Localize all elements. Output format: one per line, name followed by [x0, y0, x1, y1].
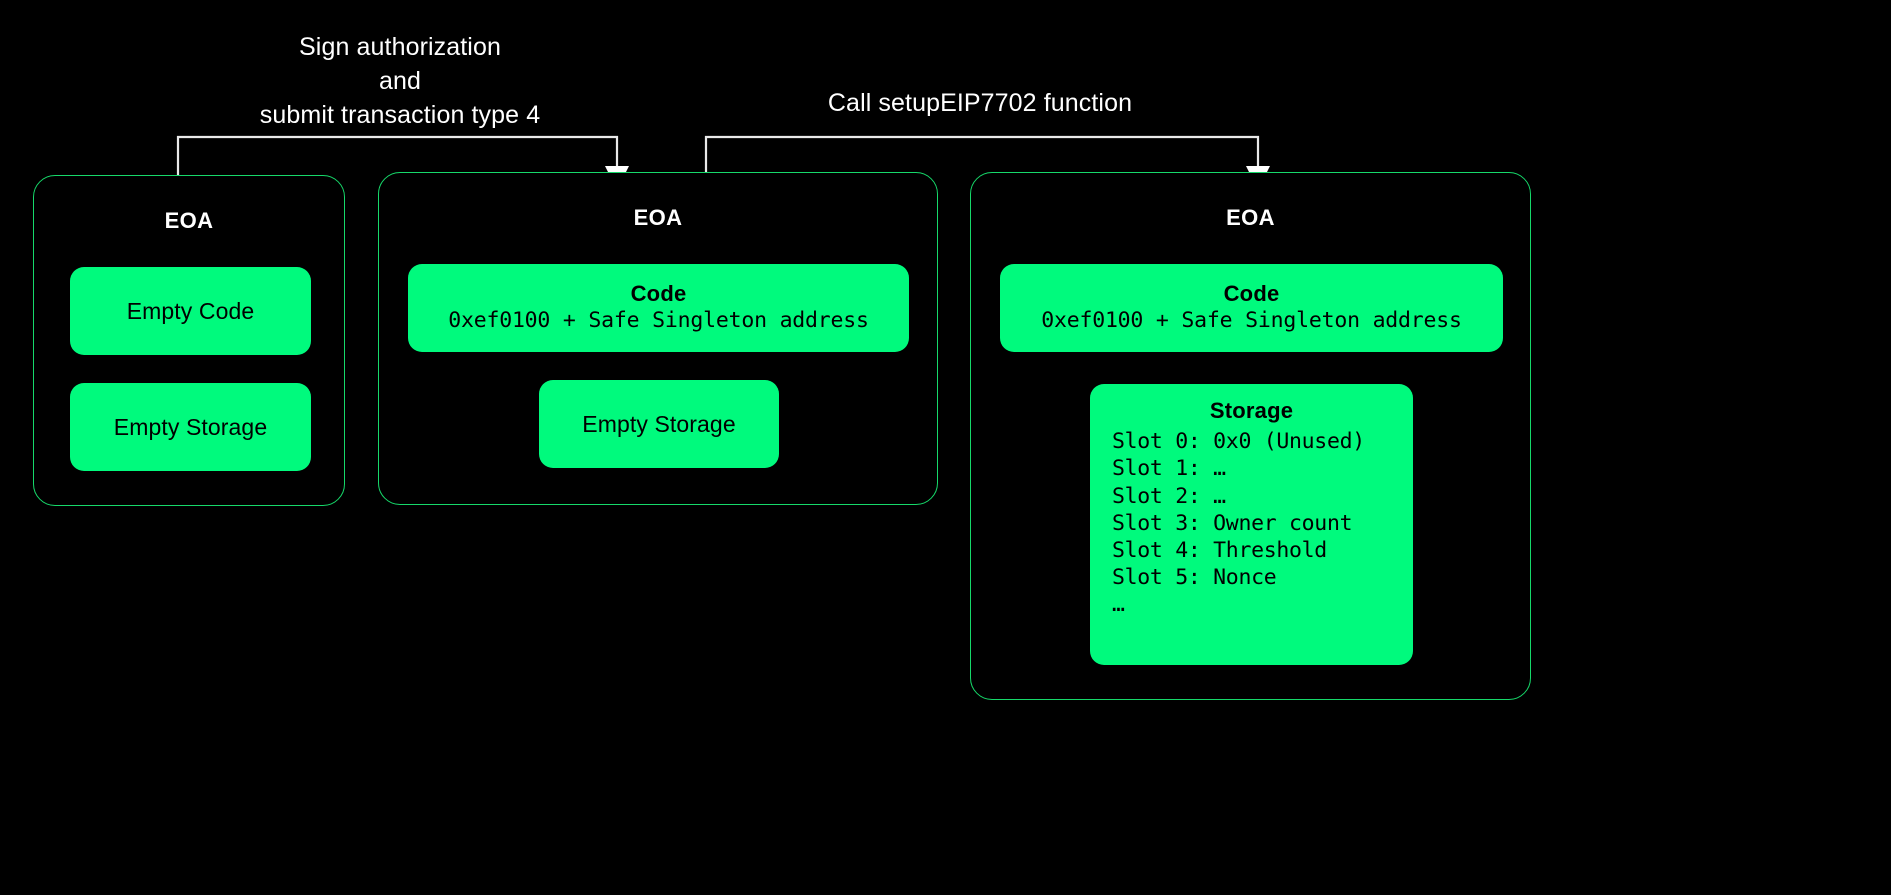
- eoa-card-title: EOA: [633, 205, 683, 230]
- block-empty-storage-label: Empty Storage: [113, 413, 268, 440]
- storage-slot-row: Slot 3: Owner count: [1112, 510, 1353, 536]
- eoa-card-title: EOA: [1226, 205, 1275, 230]
- block-empty-code[interactable]: Empty Code: [70, 267, 311, 355]
- block-code-title: Code: [1223, 281, 1280, 307]
- block-storage-title: Storage: [1209, 398, 1294, 423]
- storage-slot-row: Slot 2: …: [1112, 483, 1226, 509]
- storage-slot-row: Slot 0: 0x0 (Unused): [1112, 429, 1365, 455]
- storage-slot-row: Slot 4: Threshold: [1112, 537, 1327, 563]
- eoa-card-title: EOA: [164, 208, 214, 233]
- block-code[interactable]: Code 0xef0100 + Safe Singleton address: [1000, 264, 1503, 352]
- storage-slot-row: …: [1112, 591, 1125, 617]
- storage-slot-row: Slot 1: …: [1112, 456, 1226, 482]
- block-empty-code-label: Empty Code: [126, 297, 255, 324]
- block-storage[interactable]: Storage Slot 0: 0x0 (Unused)Slot 1: …Slo…: [1090, 384, 1413, 665]
- storage-slot-list: Slot 0: 0x0 (Unused)Slot 1: …Slot 2: …Sl…: [1090, 428, 1413, 618]
- block-code-value: 0xef0100 + Safe Singleton address: [448, 308, 869, 334]
- block-empty-storage-label: Empty Storage: [582, 410, 736, 437]
- block-empty-storage[interactable]: Empty Storage: [70, 383, 311, 471]
- eoa-card-initialized[interactable]: EOA Code 0xef0100 + Safe Singleton addre…: [970, 172, 1531, 700]
- block-code[interactable]: Code 0xef0100 + Safe Singleton address: [408, 264, 909, 352]
- eoa-card-delegated[interactable]: EOA Code 0xef0100 + Safe Singleton addre…: [378, 172, 938, 505]
- connector-label-call-setup: Call setupEIP7702 function: [827, 89, 1133, 117]
- storage-slot-row: Slot 5: Nonce: [1112, 564, 1277, 590]
- block-code-value: 0xef0100 + Safe Singleton address: [1041, 308, 1462, 334]
- block-code-title: Code: [630, 281, 687, 307]
- connector-label-sign-authorization: Sign authorization and submit transactio…: [259, 33, 541, 129]
- block-empty-storage[interactable]: Empty Storage: [539, 380, 779, 468]
- eoa-card-initial[interactable]: EOA Empty Code Empty Storage: [33, 175, 345, 506]
